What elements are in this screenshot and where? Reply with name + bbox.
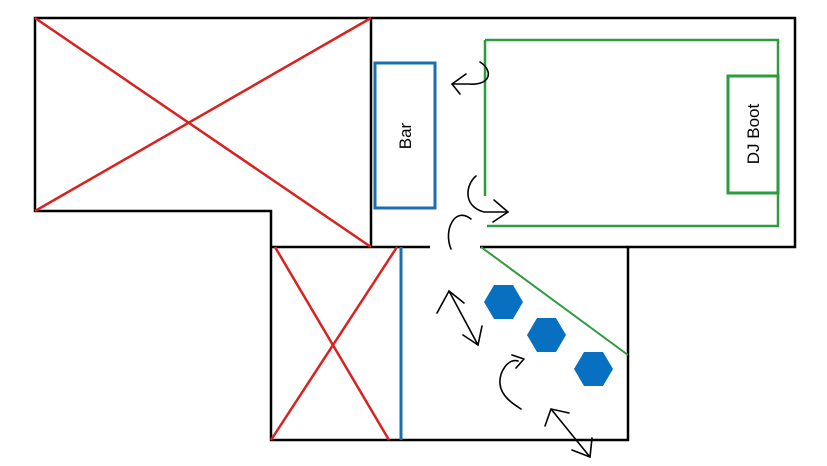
bar-counter	[373, 61, 437, 210]
bar-label: Bar	[396, 122, 415, 149]
cross-line	[34, 16, 372, 249]
bar: Bar	[373, 61, 437, 210]
cross-line	[269, 246, 399, 441]
dj-stage-area: DJ Boot	[483, 38, 780, 228]
flow-arrow-curved	[499, 354, 525, 410]
dance-floor-edge	[480, 246, 629, 356]
outer-wall	[33, 16, 797, 442]
table-hexagon	[484, 285, 523, 319]
table-hexagon	[527, 318, 566, 352]
flow-arrow-curved	[447, 214, 472, 250]
flow-arrow-two-headed	[544, 408, 593, 458]
flow-arrow-curved	[451, 61, 490, 95]
stage-boundary	[483, 38, 780, 228]
cross-line	[273, 246, 391, 441]
flow-arrow-two-headed	[436, 290, 483, 346]
blocked-area-lower-left	[269, 246, 399, 441]
cross-line	[34, 16, 372, 213]
flow-arrow-curved	[467, 175, 509, 223]
blocked-area-upper-left	[34, 16, 372, 249]
dj-booth	[726, 74, 780, 195]
dj-booth-label: DJ Boot	[744, 103, 763, 164]
table-hexagon	[574, 352, 613, 386]
